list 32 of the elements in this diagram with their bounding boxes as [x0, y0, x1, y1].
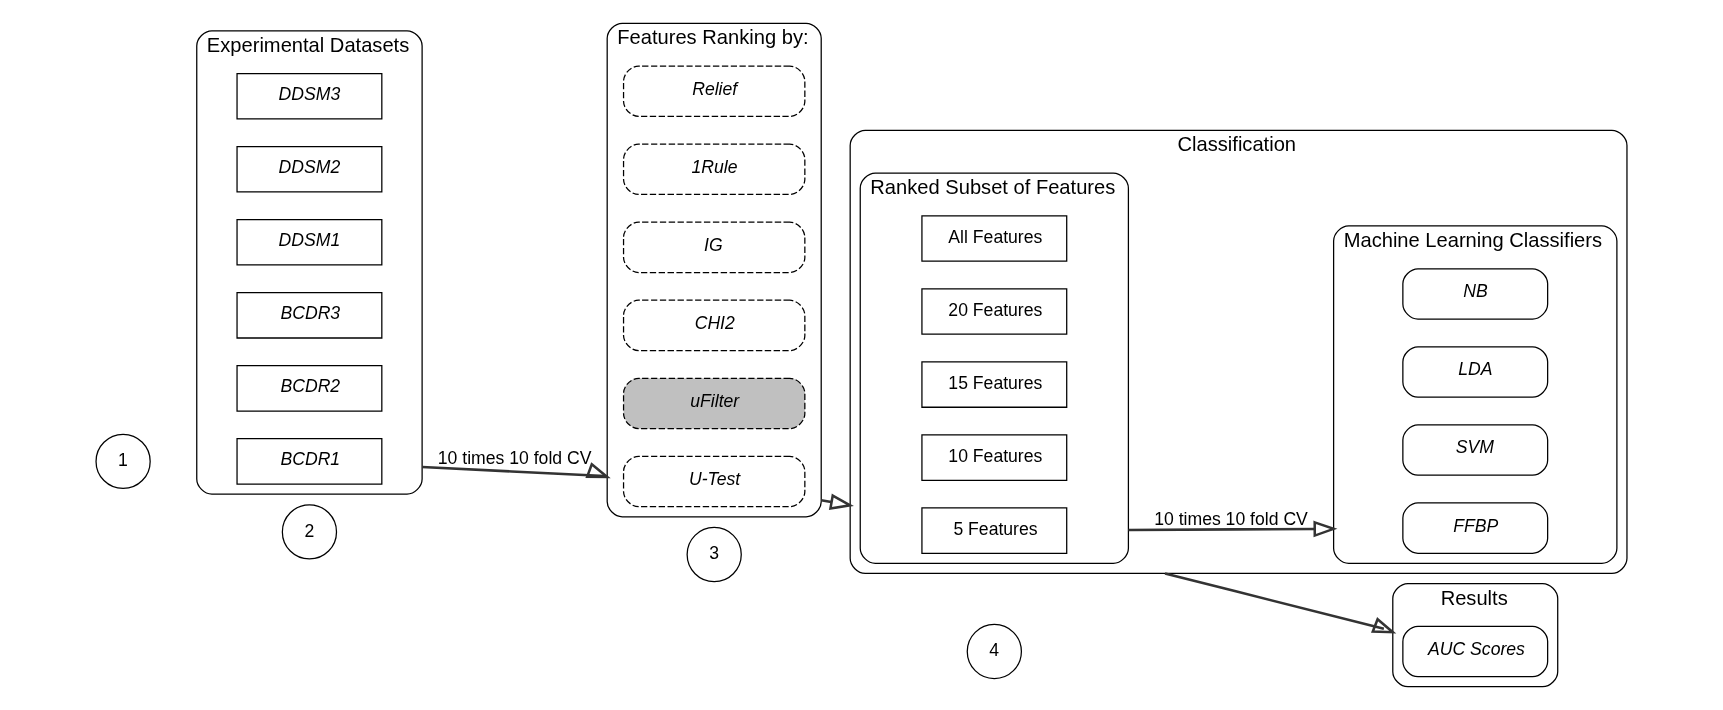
- node-box: DDSM3: [236, 73, 383, 120]
- node-box: Relief: [622, 65, 806, 118]
- node-box: IG: [622, 221, 806, 274]
- node-box: SVM: [1402, 424, 1549, 476]
- node-box: 20 Features: [921, 288, 1068, 335]
- node-box: 10 Features: [921, 434, 1068, 481]
- node-box: 1Rule: [622, 143, 806, 196]
- node-circle: 4: [966, 623, 1022, 680]
- arrow: [422, 462, 611, 479]
- node-box: CHI2: [622, 299, 806, 352]
- node-box: uFilter: [622, 377, 806, 430]
- node-box: NB: [1402, 268, 1549, 320]
- node-box: U-Test: [622, 455, 806, 508]
- node-box: 5 Features: [921, 507, 1068, 554]
- arrow: [1128, 520, 1338, 538]
- node-circle: 3: [686, 526, 742, 583]
- node-box: BCDR1: [236, 438, 383, 485]
- node-box: DDSM2: [236, 146, 383, 193]
- node-box: FFBP: [1402, 502, 1549, 554]
- node-box: AUC Scores: [1402, 625, 1549, 678]
- arrow: [1164, 572, 1397, 634]
- node-box: LDA: [1402, 346, 1549, 398]
- node-box: All Features: [921, 215, 1068, 262]
- node-box: 15 Features: [921, 361, 1068, 408]
- node-circle: 2: [281, 504, 338, 560]
- node-box: DDSM1: [236, 219, 383, 266]
- arrow: [821, 493, 854, 511]
- node-circle: 1: [95, 433, 151, 490]
- edge-label: 10 times 10 fold CV: [437, 448, 592, 469]
- node-box: BCDR3: [236, 292, 383, 339]
- node-box: BCDR2: [236, 365, 383, 412]
- edge-label: 10 times 10 fold CV: [1154, 508, 1308, 529]
